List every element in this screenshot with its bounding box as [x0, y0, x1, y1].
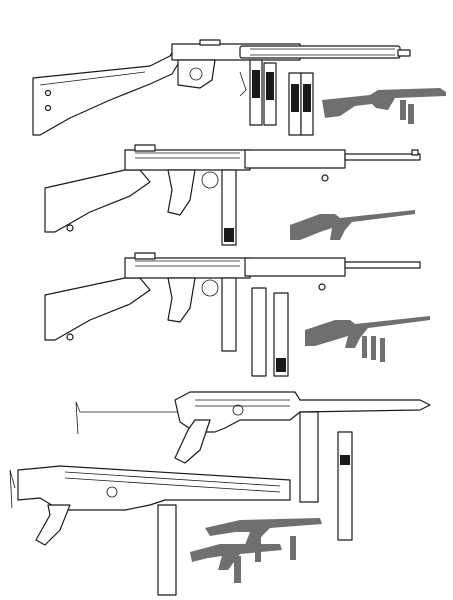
gun-4-outline — [75, 391, 431, 541]
gun-5-silhouettes — [190, 518, 322, 583]
gun-2-silhouette — [290, 210, 415, 240]
gun-3-outline — [44, 252, 421, 377]
gun-1-outline — [32, 39, 411, 136]
gun-2-outline — [44, 144, 421, 246]
gun-5-outline — [9, 465, 291, 596]
gun-1-silhouette — [322, 88, 446, 124]
gun-3-silhouette — [305, 316, 430, 362]
